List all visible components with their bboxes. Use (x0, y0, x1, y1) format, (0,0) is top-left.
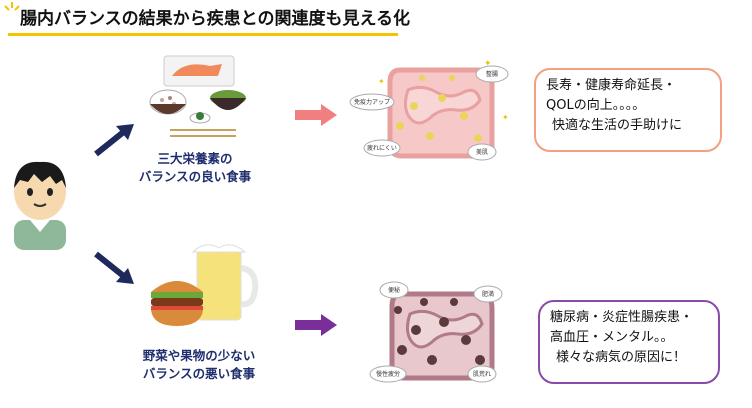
label-bubble-constipation: 便秘 (379, 281, 409, 299)
bad-outcome-line2: 高血圧・メンタル。。 (550, 330, 674, 345)
healthy-intestine-labels: 整腸 免疫力アップ 疲れにくい 美肌 (349, 65, 509, 161)
label-bubble-chronic-fatigue: 慢性疲労 (369, 365, 407, 383)
bad-diet-caption-line1: 野菜や果物の少ない (142, 348, 256, 363)
good-diet-caption-line2: バランスの良い食事 (138, 169, 252, 184)
person-illustration (14, 161, 66, 250)
balanced-meal-illustration (149, 55, 246, 137)
title-underline (8, 33, 398, 36)
good-outcome-line2: QOLの向上。。。。 (546, 98, 646, 113)
label-bubble-obesity: 肥満 (473, 285, 503, 303)
label-bubble-seicho: 整腸 (475, 65, 509, 83)
unbalanced-meal-illustration (151, 244, 259, 326)
bad-result-arrow (295, 314, 337, 336)
svg-text:✦: ✦ (502, 113, 509, 122)
label-text: 整腸 (486, 70, 498, 78)
label-text: 肥満 (482, 290, 494, 298)
unhealthy-intestine-illustration (389, 291, 495, 381)
label-text: 美肌 (476, 148, 488, 156)
label-text: 慢性疲労 (376, 370, 400, 378)
good-diet-caption: 三大栄養素の バランスの良い食事 (120, 150, 270, 186)
label-bubble-rough-skin: 肌荒れ (467, 365, 497, 383)
good-outcome-box: 長寿・健康寿命延長・ QOLの向上。。。。 快適な生活の手助けに (534, 68, 722, 152)
bad-outcome-line3: 様々な病気の原因に！ (556, 350, 687, 365)
svg-text:✦: ✦ (378, 77, 385, 86)
lower-branch-arrow (94, 251, 134, 284)
label-text: 便秘 (388, 286, 400, 294)
sparkle-icon (4, 2, 20, 11)
unhealthy-intestine-labels: 便秘 肥満 慢性疲労 肌荒れ (369, 281, 503, 383)
page-title: 腸内バランスの結果から疾患との関連度も見える化 (20, 9, 410, 29)
bad-outcome-box: 糖尿病・炎症性腸疾患・ 高血圧・メンタル。。 様々な病気の原因に！ (538, 300, 720, 384)
bad-diet-caption: 野菜や果物の少ない バランスの悪い食事 (124, 347, 274, 383)
good-outcome-line3: 快適な生活の手助けに (552, 118, 683, 133)
upper-branch-arrow (94, 124, 134, 157)
good-result-arrow (295, 104, 337, 126)
label-text: 免疫力アップ (354, 98, 390, 106)
label-text: 疲れにくい (367, 144, 397, 152)
bad-diet-caption-line2: バランスの悪い食事 (142, 366, 256, 381)
label-bubble-immunity: 免疫力アップ (349, 93, 395, 111)
label-text: 肌荒れ (473, 370, 491, 378)
good-outcome-line1: 長寿・健康寿命延長・ (546, 78, 677, 93)
bad-outcome-line1: 糖尿病・炎症性腸疾患・ (550, 310, 694, 325)
label-bubble-skin: 美肌 (467, 143, 497, 161)
label-bubble-fatigue: 疲れにくい (363, 139, 401, 157)
svg-text:✦: ✦ (484, 59, 492, 69)
good-diet-caption-line1: 三大栄養素の (157, 151, 233, 166)
